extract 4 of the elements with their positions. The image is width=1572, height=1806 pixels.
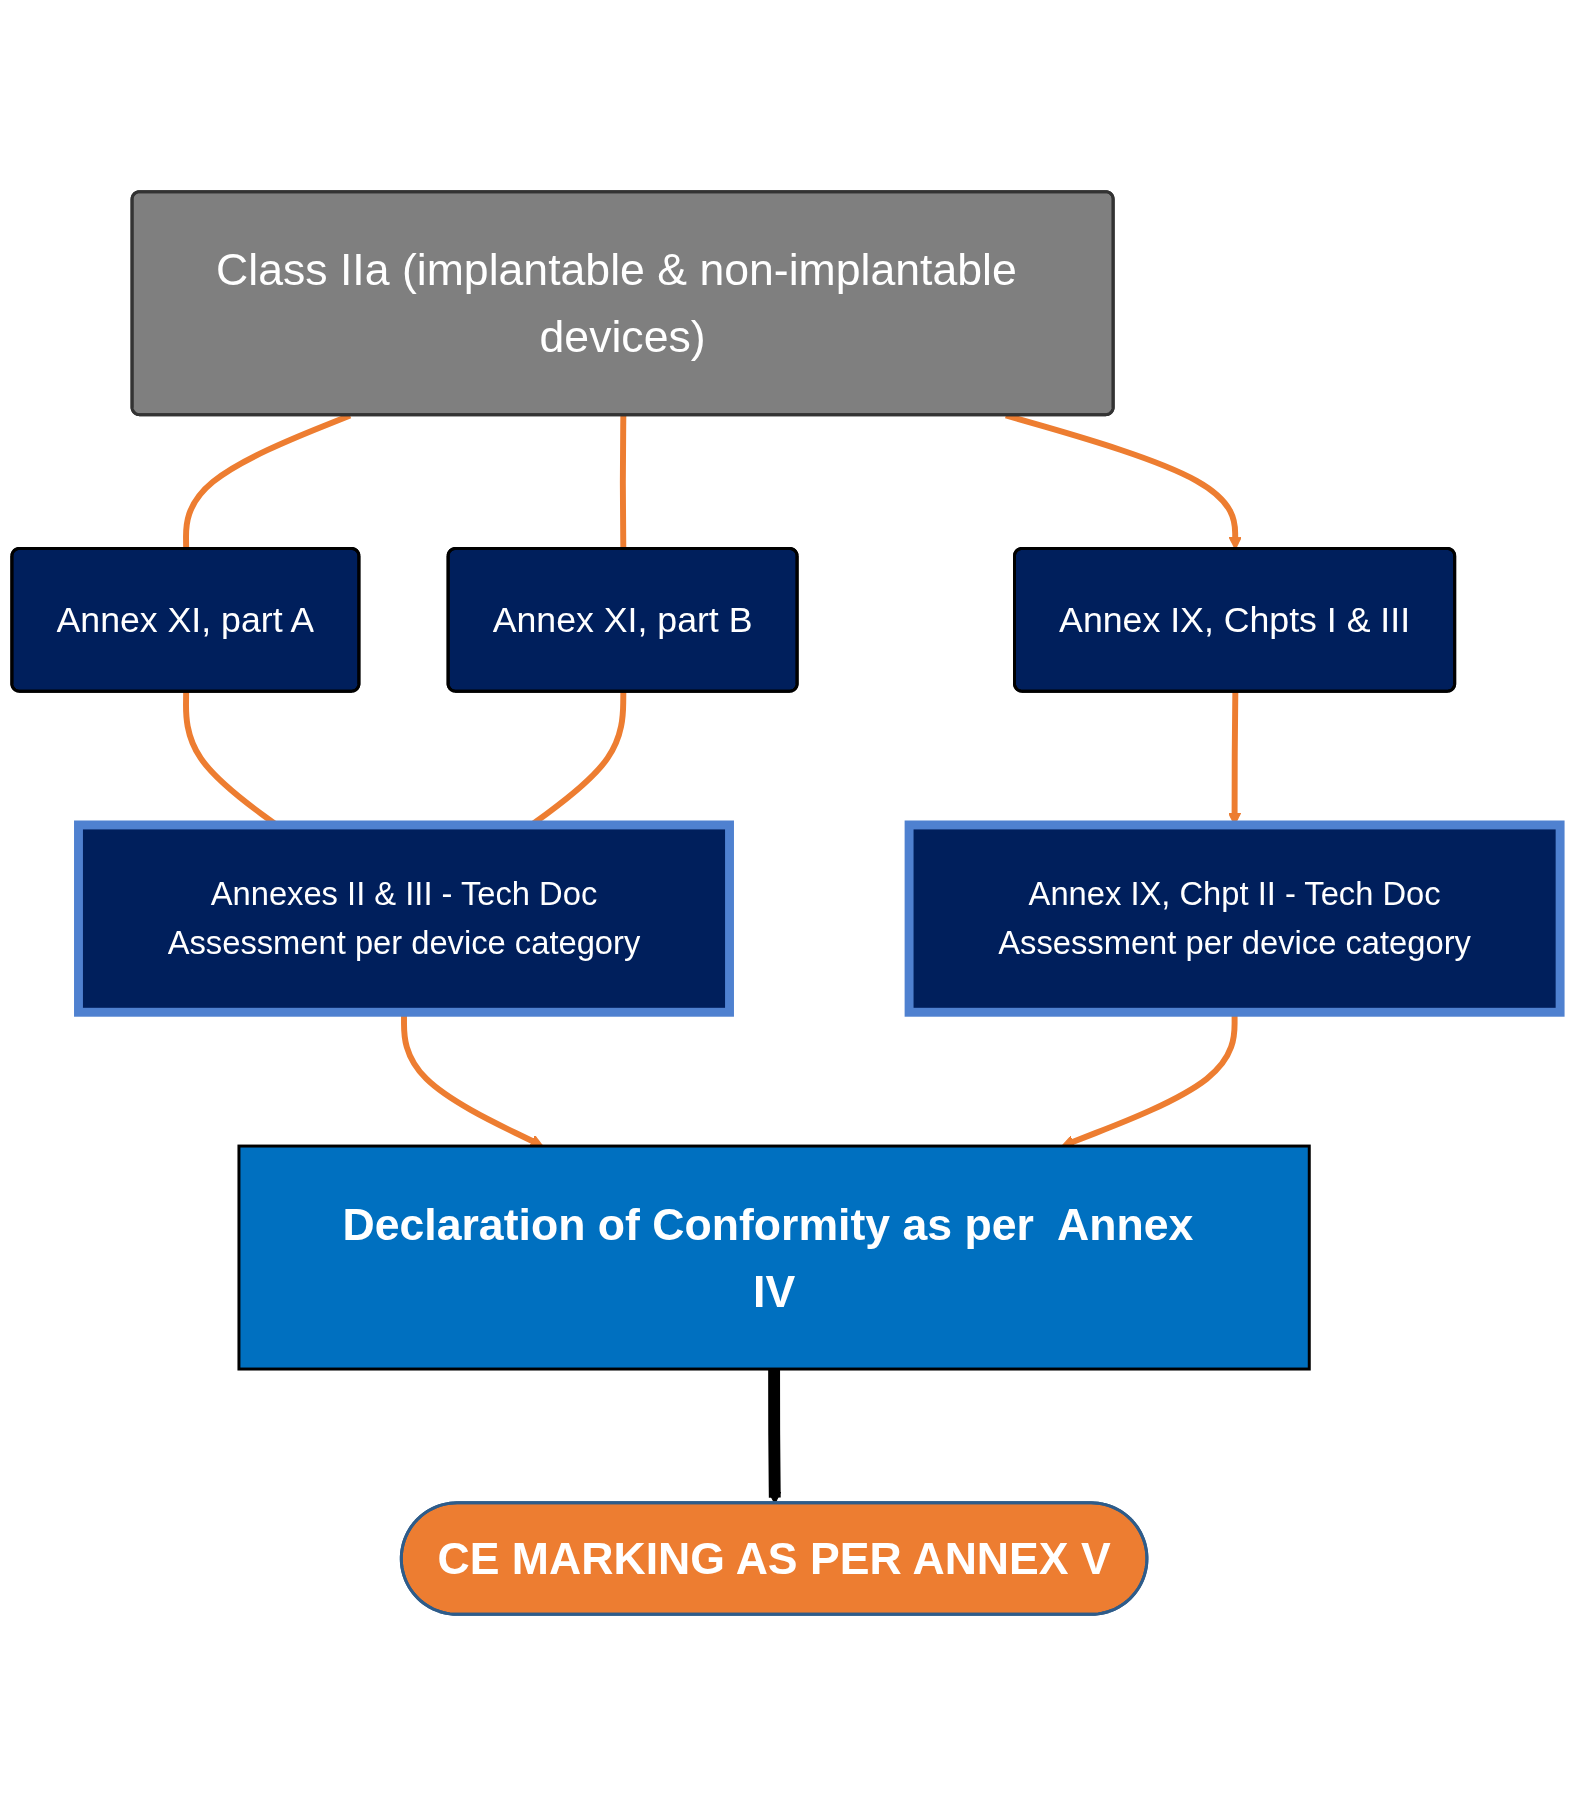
node-box: Declaration of Conformity as per Annex IV (237, 1144, 1311, 1371)
node-box: Annex IX, Chpt II - Tech Doc Assessment per device category (904, 820, 1565, 1017)
node-box: Annexes II & III - Tech Doc Assessment per device category (74, 820, 734, 1017)
connector (619, 415, 627, 550)
